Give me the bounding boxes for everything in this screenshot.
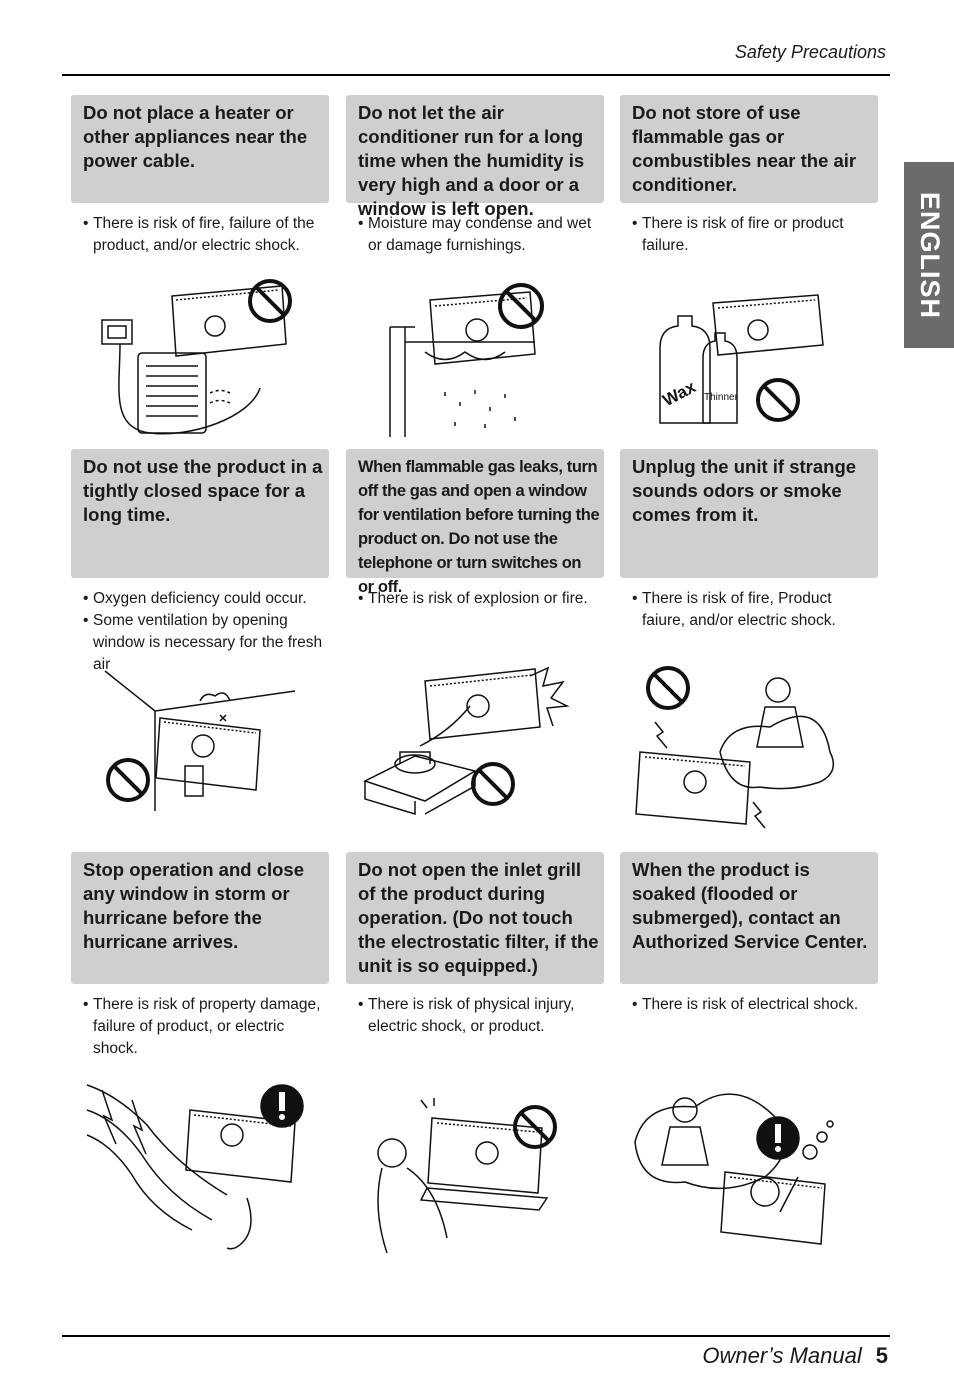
language-tab: ENGLISH	[904, 162, 954, 348]
precaution-card-flooded: When the product is soaked (flooded or s…	[620, 852, 878, 1016]
precaution-bullets: There is risk of explosion or fire.	[358, 588, 604, 610]
precaution-card-gas-leak: When flammable gas leaks, turn off the g…	[346, 449, 604, 610]
precaution-bullets: Moisture may condense and wet or damage …	[358, 213, 604, 257]
precaution-heading: Do not store of use flammable gas or com…	[620, 95, 878, 203]
bullet-item: There is risk of fire or product failure…	[632, 213, 878, 257]
phone-strange-sounds-illustration	[635, 662, 835, 834]
open-grill-illustration	[372, 1098, 564, 1258]
precaution-bullets: There is risk of physical injury, electr…	[358, 994, 604, 1038]
precaution-heading: Unplug the unit if strange sounds odors …	[620, 449, 878, 578]
precaution-heading: Do not use the product in a tightly clos…	[71, 449, 329, 578]
footer-manual-title: Owner’s Manual	[702, 1343, 862, 1368]
bullet-item: There is risk of electrical shock.	[632, 994, 878, 1016]
precaution-bullets: Oxygen deficiency could occur. Some vent…	[83, 588, 329, 676]
precaution-bullets: There is risk of fire, Product faiure, a…	[632, 588, 878, 632]
bullet-item: Moisture may condense and wet or damage …	[358, 213, 604, 257]
precaution-heading: When the product is soaked (flooded or s…	[620, 852, 878, 984]
bullet-item: There is risk of property damage, failur…	[83, 994, 329, 1060]
footer-rule	[62, 1335, 890, 1337]
language-tab-label: ENGLISH	[914, 191, 945, 319]
precaution-card-storm: Stop operation and close any window in s…	[71, 852, 329, 1060]
closed-space-illustration	[100, 666, 300, 816]
storm-illustration	[82, 1080, 310, 1260]
svg-text:Wax: Wax	[660, 377, 700, 410]
precaution-card-flammable: Do not store of use flammable gas or com…	[620, 95, 878, 257]
bullet-item: There is risk of fire, Product faiure, a…	[632, 588, 878, 632]
precaution-heading: Do not open the inlet grill of the produ…	[346, 852, 604, 984]
bullet-item: There is risk of physical injury, electr…	[358, 994, 604, 1038]
precaution-bullets: There is risk of electrical shock.	[632, 994, 878, 1016]
precaution-heading: Stop operation and close any window in s…	[71, 852, 329, 984]
page-header-title: Safety Precautions	[734, 42, 886, 62]
open-window-humidity-illustration	[385, 282, 550, 440]
gas-stove-illustration	[360, 656, 575, 816]
flammable-bottles-illustration: Wax Thinner	[648, 278, 833, 430]
precaution-bullets: There is risk of fire or product failure…	[632, 213, 878, 257]
precaution-bullets: There is risk of fire, failure of the pr…	[83, 213, 329, 257]
bullet-item: Oxygen deficiency could occur.	[83, 588, 329, 610]
heater-near-cable-illustration	[90, 278, 305, 438]
precaution-card-strange-sounds: Unplug the unit if strange sounds odors …	[620, 449, 878, 632]
precaution-card-inlet-grill: Do not open the inlet grill of the produ…	[346, 852, 604, 1038]
precaution-bullets: There is risk of property damage, failur…	[83, 994, 329, 1060]
svg-text:Thinner: Thinner	[704, 392, 739, 403]
bullet-item: There is risk of fire, failure of the pr…	[83, 213, 329, 257]
precaution-card-closed-space: Do not use the product in a tightly clos…	[71, 449, 329, 676]
precaution-card-humidity: Do not let the air conditioner run for a…	[346, 95, 604, 257]
bullet-item: Some ventilation by opening window is ne…	[83, 610, 329, 676]
page-number: 5	[875, 1343, 888, 1368]
page-footer: Owner’s Manual 5	[702, 1343, 888, 1369]
bullet-item: There is risk of explosion or fire.	[358, 588, 604, 610]
precaution-heading: Do not place a heater or other appliance…	[71, 95, 329, 203]
precaution-heading: When flammable gas leaks, turn off the g…	[346, 449, 604, 596]
precaution-heading: Do not let the air conditioner run for a…	[346, 95, 604, 219]
flooded-unit-illustration	[630, 1082, 835, 1250]
header-rule	[62, 74, 890, 76]
precaution-card-heater: Do not place a heater or other appliance…	[71, 95, 329, 257]
